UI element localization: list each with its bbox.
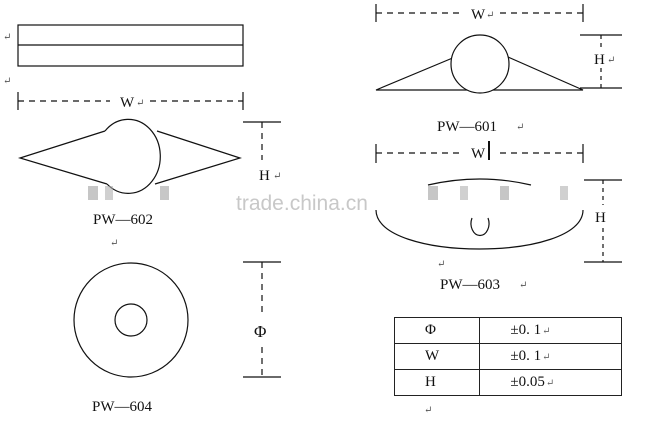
pw601-shape [375, 34, 584, 94]
return-mark: ↵ [437, 259, 445, 270]
return-mark: ↵ [424, 405, 432, 416]
table-row: Φ ±0. 1↵ [393, 317, 622, 344]
pw604-phi-label: Φ [254, 322, 266, 341]
param-cell: Φ [393, 317, 481, 344]
pw601-label: PW—601 [437, 119, 497, 135]
pw602-h-dimension [243, 121, 281, 160]
pw602-h-label: H [259, 168, 270, 184]
pw602-w-label: W [120, 95, 135, 111]
return-mark: ↵ [519, 280, 527, 291]
pw601-w-dimension [375, 4, 584, 22]
table-row: H ±0.05↵ [393, 369, 622, 396]
return-mark: ↵ [273, 171, 281, 182]
pw601-h-dimension [580, 34, 622, 89]
pw603-shape [375, 178, 584, 250]
pw603-h-dimension [584, 179, 622, 263]
pw604-label: PW—604 [92, 399, 153, 415]
value-text: ±0. 1 [510, 322, 542, 338]
blur-band [88, 186, 568, 200]
pw604-phi-dimension [243, 261, 281, 378]
pw601-w-label: W [471, 7, 486, 23]
value-cell: ±0.05↵ [479, 369, 622, 396]
pw603-w-dimension [375, 141, 584, 163]
value-text: ±0. 1 [510, 348, 542, 364]
return-mark: ↵ [607, 55, 615, 66]
return-mark: ↵ [545, 378, 555, 389]
pw602-shape [17, 118, 242, 194]
watermark: trade.china.cn [236, 192, 368, 215]
pw603-label: PW—603 [440, 277, 500, 293]
value-cell: ±0. 1↵ [479, 317, 622, 344]
pw603-w-label: W [471, 146, 486, 162]
value-cell: ±0. 1↵ [479, 343, 622, 370]
return-mark: ↵ [542, 326, 551, 337]
pw602-label: PW—602 [93, 212, 153, 228]
param-cell: H [393, 369, 481, 396]
return-mark: ↵ [3, 32, 11, 43]
return-mark: ↵ [486, 10, 494, 21]
pw603-h-label: H [595, 210, 606, 226]
return-mark: ↵ [516, 122, 524, 133]
pw602-w-dimension [17, 92, 244, 110]
table-row: W ±0. 1↵ [393, 343, 622, 370]
tolerance-table: Φ ±0. 1↵ W ±0. 1↵ H ±0.05↵ [393, 317, 622, 396]
return-mark: ↵ [136, 98, 144, 109]
param-cell: W [393, 343, 481, 370]
return-mark: ↵ [110, 238, 118, 249]
pw604-shape [73, 262, 189, 378]
value-text: ±0.05 [510, 374, 545, 390]
return-mark: ↵ [542, 352, 551, 363]
pw601-h-label: H [594, 52, 605, 68]
return-mark: ↵ [3, 76, 11, 87]
